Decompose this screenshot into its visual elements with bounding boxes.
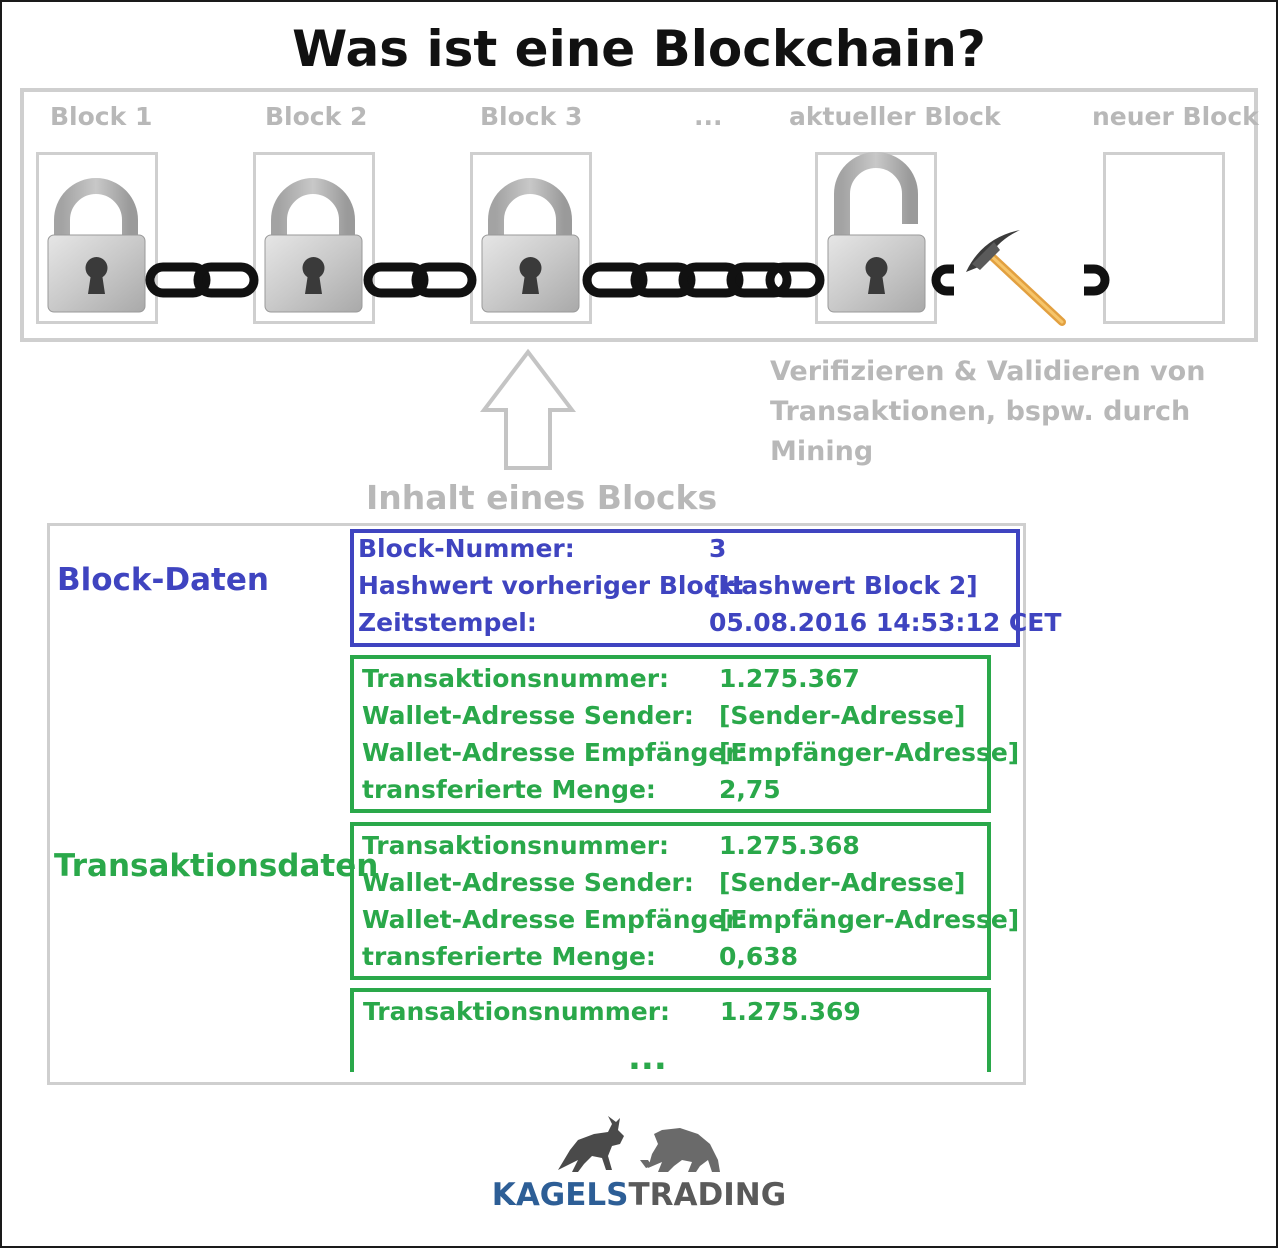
block-label-3: Block 3 — [480, 102, 583, 131]
block-content-frame — [47, 523, 1026, 1085]
bull-icon — [558, 1116, 624, 1172]
block-label-current: aktueller Block — [789, 102, 1001, 131]
more-transactions-ellipsis: ... — [628, 1038, 667, 1078]
chain-link-group-2 — [363, 262, 477, 298]
lock-icon — [47, 178, 146, 313]
tx-key: Transaktionsnummer: — [363, 997, 671, 1026]
tx-key: Transaktionsnummer: — [362, 831, 670, 860]
verify-note-line2: Transaktionen, bspw. durch Mining — [770, 396, 1191, 467]
tx-key: Wallet-Adresse Sender: — [362, 701, 694, 730]
pickaxe-icon — [966, 230, 1066, 326]
tx-value: [Sender-Adresse] — [719, 868, 966, 897]
tx-value: 1.275.367 — [719, 664, 860, 693]
tx-key: transferierte Menge: — [362, 942, 656, 971]
chain-frame — [20, 88, 1258, 342]
logo-part1: KAGELS — [491, 1177, 629, 1213]
tx-value: 0,638 — [719, 942, 799, 971]
logo-graphic — [558, 1116, 720, 1172]
chain-link-group-1 — [145, 262, 259, 298]
tx-key: Wallet-Adresse Sender: — [362, 868, 694, 897]
tx-value: [Empfänger-Adresse] — [719, 905, 1020, 934]
tx-value: 1.275.369 — [720, 997, 861, 1026]
block-box-new — [1103, 152, 1225, 324]
lock-icon — [264, 178, 363, 313]
block-data-key: Hashwert vorheriger Block: — [358, 571, 746, 600]
tx-key: Wallet-Adresse Empfänger: — [362, 905, 748, 934]
tx-value: 1.275.368 — [719, 831, 860, 860]
bear-icon — [640, 1128, 720, 1172]
transaction-box-truncated — [350, 988, 991, 1072]
chain-graphic — [47, 152, 1110, 326]
block-data-box — [350, 529, 1020, 647]
tx-value: [Sender-Adresse] — [719, 701, 966, 730]
block-data-value: 05.08.2016 14:53:12 CET — [709, 608, 1062, 637]
up-arrow-icon — [480, 348, 576, 470]
verify-note: Verifizieren & Validieren von Transaktio… — [770, 352, 1276, 472]
transaction-box — [350, 822, 991, 980]
block-content-heading: Inhalt eines Blocks — [366, 478, 718, 517]
block-label-2: Block 2 — [265, 102, 368, 131]
block-data-value: 3 — [709, 534, 727, 563]
transaction-data-label: Transaktionsdaten — [54, 848, 379, 884]
tx-key: Transaktionsnummer: — [362, 664, 670, 693]
tx-key: transferierte Menge: — [362, 775, 656, 804]
block-data-key: Zeitstempel: — [358, 608, 537, 637]
tx-value: [Empfänger-Adresse] — [719, 738, 1020, 767]
block-data-label: Block-Daten — [57, 562, 269, 598]
transaction-box — [350, 655, 991, 813]
lock-icon — [481, 178, 580, 313]
verify-note-line1: Verifizieren & Validieren von — [770, 356, 1206, 387]
block-label-ellipsis: ... — [694, 102, 723, 131]
block-data-key: Block-Nummer: — [358, 534, 575, 563]
block-label-1: Block 1 — [50, 102, 153, 131]
logo-part2: TRADING — [628, 1177, 787, 1213]
unlocked-lock-icon — [827, 152, 926, 313]
logo-wordmark: KAGELSTRADING — [2, 1177, 1276, 1213]
tx-key: Wallet-Adresse Empfänger: — [362, 738, 748, 767]
block-data-value: [Hashwert Block 2] — [709, 571, 978, 600]
page-title: Was ist eine Blockchain? — [292, 20, 986, 78]
tx-value: 2,75 — [719, 775, 781, 804]
chain-link-group-3 — [582, 262, 825, 298]
block-label-new: neuer Block — [1092, 102, 1259, 131]
broken-chain-link — [931, 264, 1110, 296]
